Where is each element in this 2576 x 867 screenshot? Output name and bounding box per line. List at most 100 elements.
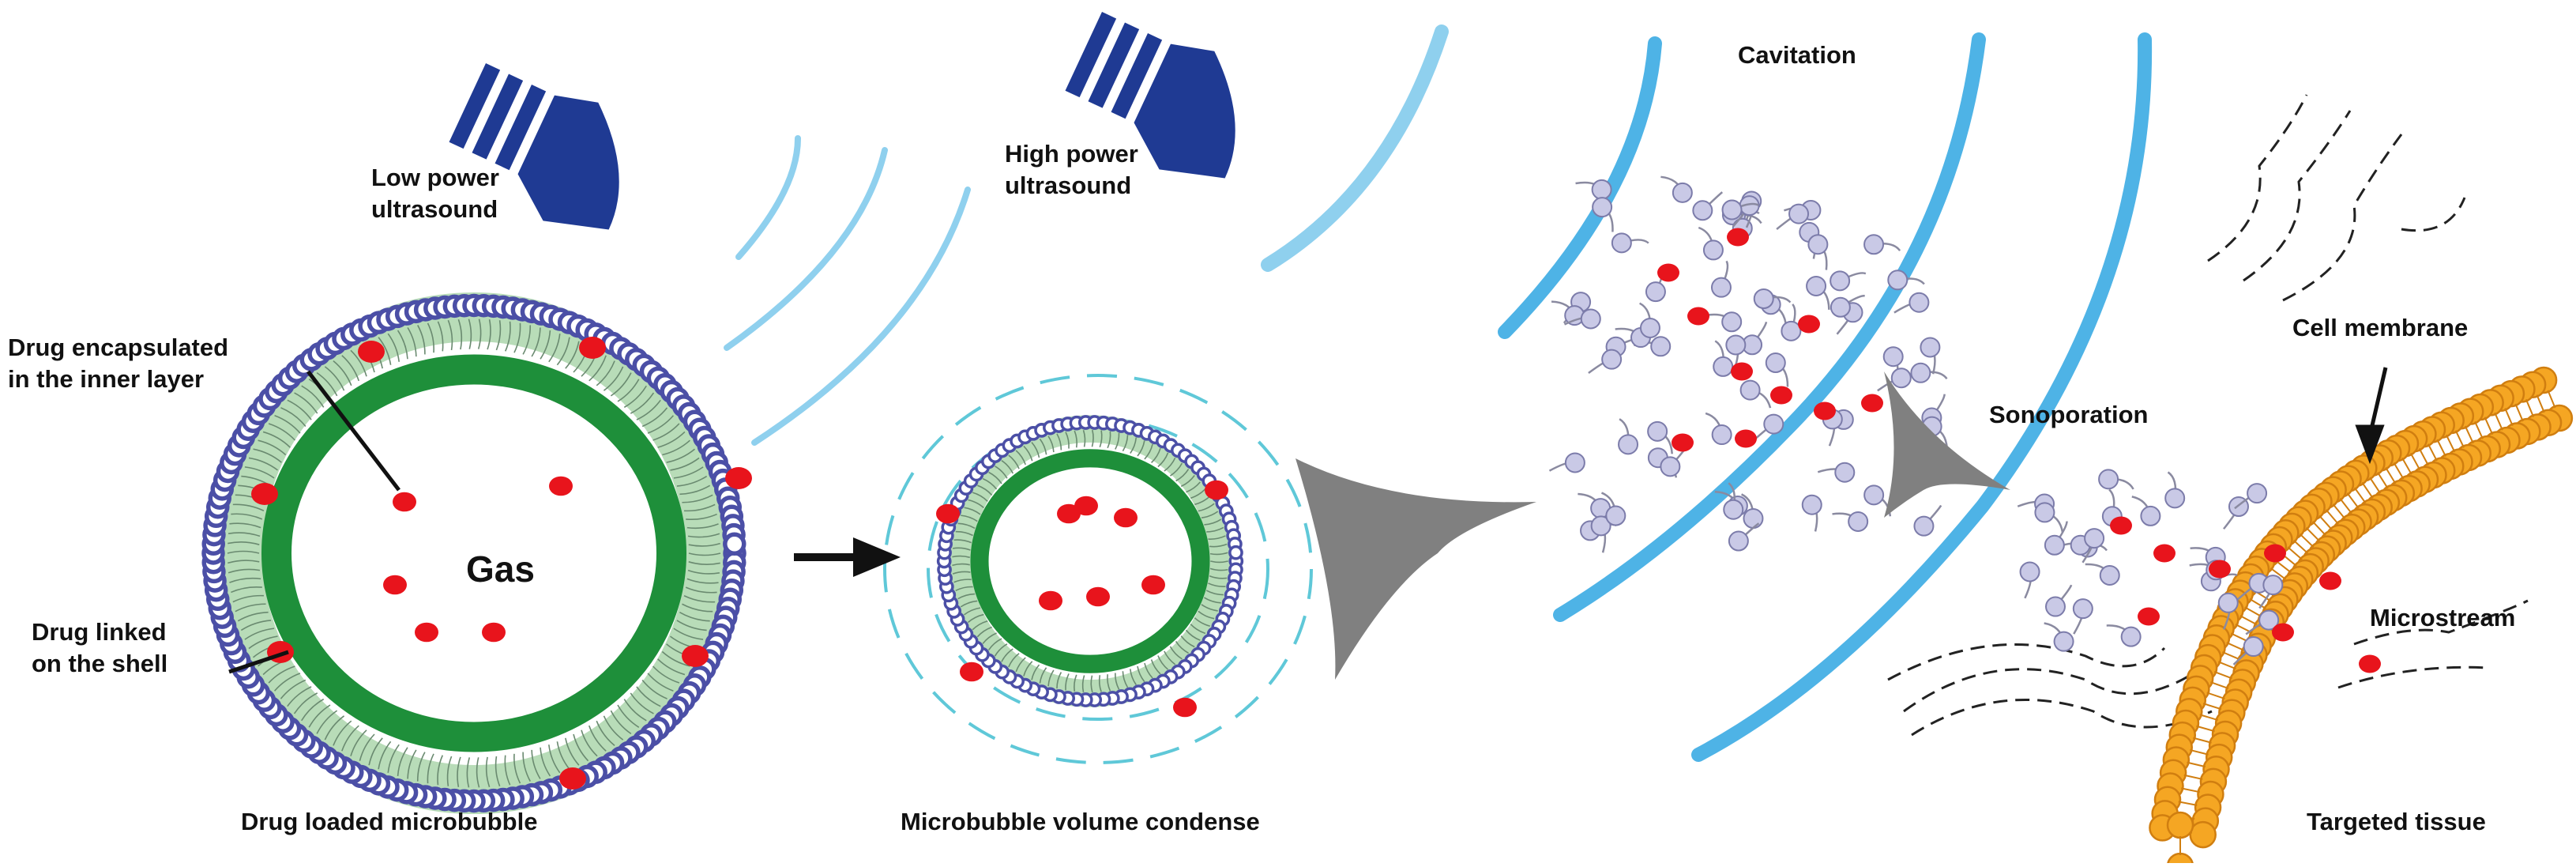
lipid-tail — [522, 325, 532, 355]
lipid-tail — [417, 325, 426, 355]
lipid-tail — [531, 327, 541, 357]
lipid-tail — [682, 603, 713, 613]
drug-encapsulated-label: Drug encapsulated in the inner layer — [8, 332, 228, 395]
low-power-label-line1: Low power — [371, 164, 499, 191]
lipid-head — [2262, 575, 2284, 596]
lipid-tail — [952, 555, 970, 559]
membrane-tail — [2454, 430, 2465, 448]
drug-dot — [1205, 480, 1228, 500]
condensed-microbubble — [936, 415, 1244, 718]
lipid-tail — [647, 673, 674, 692]
lipid-tail — [972, 492, 988, 502]
lipid-head — [1806, 275, 1827, 296]
lipid-tail — [686, 513, 717, 520]
membrane-tail — [2275, 560, 2292, 574]
membrane-bead — [2166, 811, 2194, 839]
membrane-tail — [2202, 703, 2222, 711]
lipid-tail — [258, 439, 287, 456]
ultrasound-waves — [724, 25, 1449, 446]
membrane-tail — [2187, 761, 2206, 768]
lipid-head — [1910, 362, 1931, 383]
lipid-tail — [229, 522, 261, 529]
lipid-tail — [397, 747, 408, 776]
low-power-label-line2: ultrasound — [371, 195, 498, 223]
lipid-tail — [1122, 671, 1129, 688]
membrane-tail — [2346, 492, 2360, 509]
drug-dot — [1114, 507, 1138, 528]
lipid-tail — [688, 542, 720, 547]
lipid-tail — [1081, 675, 1085, 692]
lipid-head — [2019, 561, 2040, 582]
lipid-tail — [1107, 431, 1111, 449]
drug-dot — [383, 575, 407, 595]
lipid-head — [1801, 494, 1822, 515]
drug-dot — [2138, 607, 2160, 626]
drug-dot — [1657, 263, 1679, 282]
lipid-tail — [662, 439, 690, 456]
lipid-tail — [1204, 518, 1222, 526]
lipid-head — [1863, 234, 1885, 255]
lipid-tail — [457, 319, 463, 350]
caption-microbubble-volume-condense: Microbubble volume condense — [901, 808, 1260, 835]
lipid-tail — [253, 448, 282, 463]
lipid-tail — [679, 611, 710, 622]
lipid-tail — [457, 756, 461, 787]
drug-dot — [2319, 571, 2341, 590]
membrane-tail — [2525, 398, 2535, 417]
high-power-transducer-icon — [1065, 12, 1235, 179]
membrane-tail — [2418, 448, 2429, 466]
drug-dot — [1735, 429, 1757, 448]
lipid-tail — [976, 626, 992, 638]
membrane-tail — [2547, 390, 2556, 409]
lipid-tail — [1047, 435, 1055, 453]
lipid-tail — [955, 530, 973, 537]
lipid-tail — [988, 471, 1002, 484]
high-power-label: High power ultrasound — [1005, 138, 1138, 202]
membrane-tail — [2427, 443, 2438, 462]
drug-linked-label: Drug linked on the shell — [32, 616, 167, 680]
lipid-tail — [610, 710, 632, 735]
lipid-tail — [227, 550, 260, 554]
membrane-tail — [2206, 692, 2225, 699]
membrane-tail — [2536, 394, 2545, 413]
lipid-tail — [427, 322, 434, 353]
lipid-tail — [1023, 445, 1033, 462]
lipid-tail — [248, 635, 278, 650]
lipid-tail — [1008, 653, 1020, 668]
lipid-tail — [1206, 526, 1224, 533]
lipid-tail — [333, 720, 352, 746]
membrane-tail — [2222, 651, 2240, 661]
lipid-tail — [1198, 503, 1215, 512]
lipid-tail — [1209, 567, 1228, 571]
lipid-tail — [617, 704, 640, 728]
lipid-tail — [603, 715, 624, 741]
lipid-head — [2140, 505, 2161, 526]
lipid-tail — [666, 448, 695, 463]
low-power-wave-arc — [751, 187, 971, 446]
membrane-tail — [2504, 408, 2514, 427]
microstream-line — [2243, 110, 2352, 282]
lipid-tail — [953, 539, 972, 544]
lipid-tail — [324, 715, 345, 741]
lipid-tail — [487, 319, 491, 350]
low-power-label: Low power ultrasound — [371, 162, 499, 225]
lipid-head — [1590, 515, 1611, 537]
lipid-head — [1830, 270, 1851, 292]
lipid-tail — [341, 355, 360, 382]
lipid-tail — [687, 533, 720, 538]
lipid-tail — [673, 466, 704, 479]
lipid-tail — [228, 568, 261, 574]
shell-bead — [723, 532, 746, 556]
drug-dot — [1173, 697, 1197, 718]
lipid-head — [2243, 636, 2264, 658]
lipid-tail — [240, 620, 272, 631]
lipid-tail — [1115, 432, 1120, 450]
lipid-tail — [476, 757, 480, 788]
drug-dot — [1687, 307, 1709, 326]
lipid-head — [1743, 508, 1764, 530]
lipid-tail — [670, 457, 700, 471]
drug-dot — [1086, 586, 1110, 607]
lipid-tail — [641, 680, 668, 699]
lipid-head — [1564, 452, 1585, 473]
lipid-tail — [437, 755, 443, 786]
